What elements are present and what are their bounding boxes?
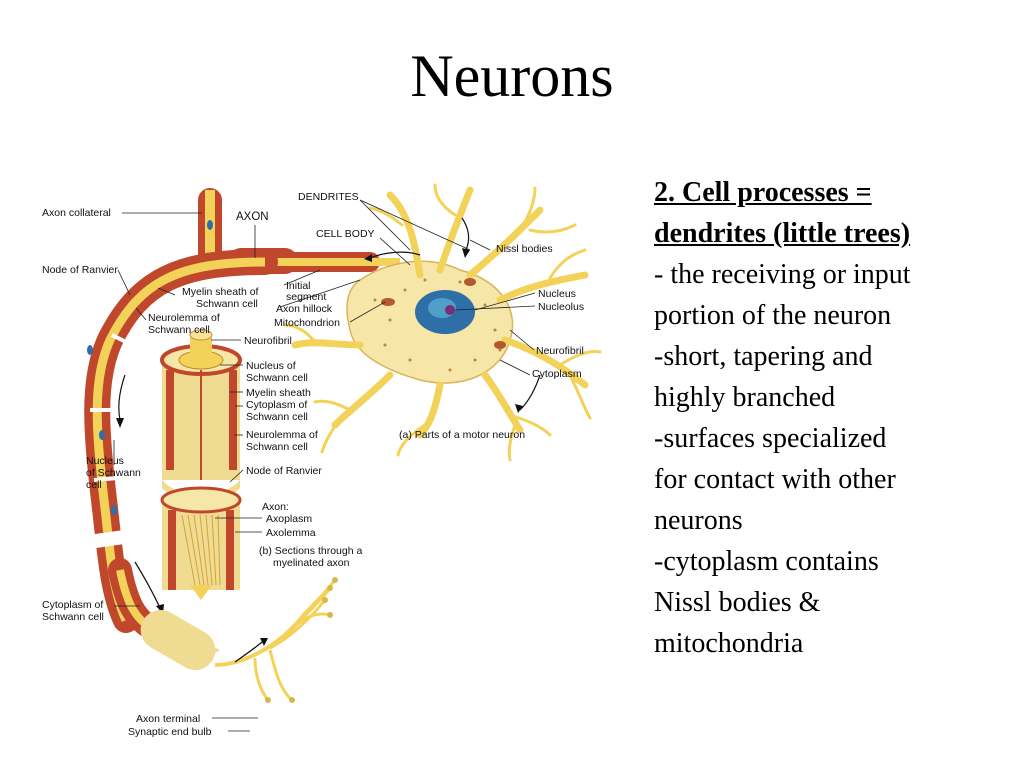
label-axolemma: Axolemma [266, 527, 316, 539]
label-neurofibril-right: Neurofibril [536, 345, 584, 357]
body-line-7: neurons [654, 505, 743, 536]
heading-line-1: 2. Cell processes = [654, 177, 872, 208]
label-cytoplasm: Cytoplasm [532, 368, 582, 380]
body-line-2: portion of the neuron [654, 300, 892, 331]
label-neurofibril-left: Neurofibril [244, 335, 292, 347]
caption-a: (a) Parts of a motor neuron [399, 429, 525, 441]
content-text: 2. Cell processes = dendrites (little tr… [654, 172, 1014, 664]
label-neurolemma-b-1: Neurolemma of [246, 429, 318, 441]
label-myelin-sheath-2: Schwann cell [196, 298, 258, 310]
label-axon-terminal: Axon terminal [136, 713, 200, 725]
label-axon-b: Axon: [262, 501, 289, 513]
label-nissl-bodies: Nissl bodies [496, 243, 553, 255]
label-axon-hillock: Axon hillock [276, 303, 333, 315]
label-axon: AXON [236, 211, 269, 223]
slide-title: Neurons [410, 43, 614, 109]
body-line-1: - the receiving or input [654, 259, 911, 290]
label-dendrites: DENDRITES [298, 191, 359, 203]
neuron-illustration: Axon collateral AXON DENDRITES CELL BODY… [42, 183, 602, 738]
label-nucleus-schwann-left-1: Nucleus [86, 455, 124, 467]
label-neurolemma-1: Neurolemma of [148, 312, 220, 324]
body-line-3: -short, tapering and [654, 341, 873, 372]
label-node-of-ranvier: Node of Ranvier [42, 264, 118, 276]
label-axoplasm: Axoplasm [266, 513, 312, 525]
neuron-diagram: Axon collateral AXON DENDRITES CELL BODY… [30, 170, 630, 760]
label-nucleus-schwann-b-2: Schwann cell [246, 372, 308, 384]
label-nucleus-schwann-left-2: of Schwann [86, 467, 141, 479]
label-cytoplasm-schwann-left-1: Cytoplasm of [42, 599, 103, 611]
diagram-labels: Axon collateral AXON DENDRITES CELL BODY… [42, 191, 584, 738]
body-line-9: Nissl bodies & [654, 587, 821, 618]
label-myelin-sheath-1: Myelin sheath of [182, 286, 259, 298]
body-line-6: for contact with other [654, 464, 896, 495]
leader-lines [113, 199, 536, 732]
caption-b-1: (b) Sections through a [259, 545, 362, 557]
label-cytoplasm-schwann-left-2: Schwann cell [42, 611, 104, 623]
axon-cross-sections [160, 329, 242, 600]
label-mitochondrion: Mitochondrion [274, 317, 340, 329]
label-neurolemma-2: Schwann cell [148, 324, 210, 336]
caption-b-2: myelinated axon [273, 557, 350, 569]
body-line-8: -cytoplasm contains [654, 546, 879, 577]
axon-terminal [140, 577, 338, 703]
label-axon-collateral: Axon collateral [42, 207, 111, 219]
body-line-5: -surfaces specialized [654, 423, 887, 454]
label-nucleus: Nucleus [538, 288, 576, 300]
label-neurolemma-b-2: Schwann cell [246, 441, 308, 453]
body-line-10: mitochondria [654, 628, 804, 659]
label-initial-segment-2: segment [286, 291, 326, 303]
label-cell-body: CELL BODY [316, 228, 375, 240]
label-synaptic-end-bulb: Synaptic end bulb [128, 726, 212, 738]
label-nucleolus: Nucleolus [538, 301, 584, 313]
body-line-4: highly branched [654, 382, 836, 413]
cell-body [283, 183, 602, 462]
label-nucleus-schwann-b-1: Nucleus of [246, 360, 296, 372]
label-cytoplasm-of-b-1: Cytoplasm of [246, 399, 307, 411]
label-node-of-ranvier-b: Node of Ranvier [246, 465, 322, 477]
label-myelin-sheath-b: Myelin sheath [246, 387, 311, 399]
heading-line-2: dendrites (little trees) [654, 218, 911, 249]
label-initial-segment-1: Initial [286, 280, 311, 292]
label-nucleus-schwann-left-3: cell [86, 479, 102, 491]
label-cytoplasm-of-b-2: Schwann cell [246, 411, 308, 423]
